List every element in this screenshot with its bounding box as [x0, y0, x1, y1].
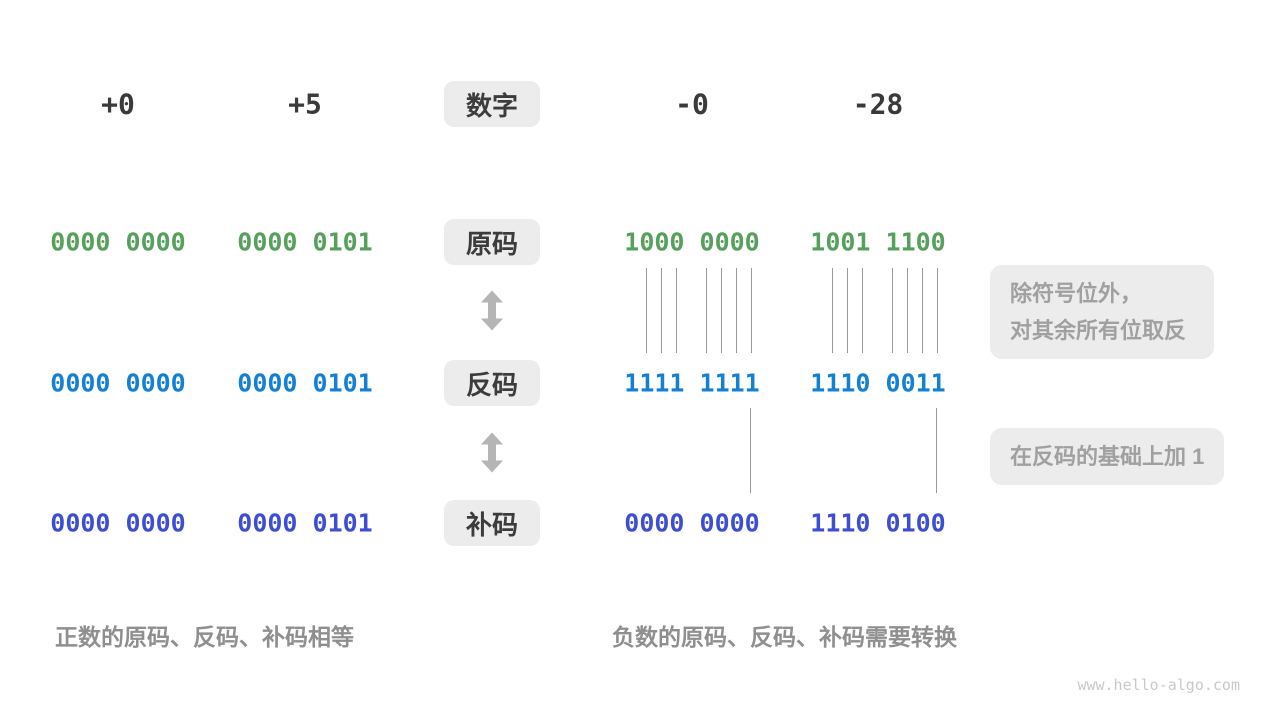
negative-numbers-caption: 负数的原码、反码、补码需要转换: [612, 624, 957, 650]
bit-tick-line: [676, 268, 677, 353]
double-arrow-icon: [481, 432, 503, 478]
sign-magnitude-value-plus0: 0000 0000: [50, 227, 186, 257]
bit-tick-line: [847, 268, 848, 353]
header-minus-28: -28: [852, 87, 904, 121]
invert-note-box: 除符号位外， 对其余所有位取反: [990, 265, 1214, 359]
bit-tick-line: [721, 268, 722, 353]
bit-tick-line: [706, 268, 707, 353]
header-plus-0: +0: [101, 87, 135, 121]
label-box-number: 数字: [444, 81, 540, 127]
label-box-ones-complement: 反码: [444, 360, 540, 406]
ones-complement-value-plus5: 0000 0101: [237, 368, 373, 398]
bit-tick-line: [907, 268, 908, 353]
ones-complement-value-minus0: 1111 1111: [624, 368, 760, 398]
double-arrow-icon: [481, 290, 503, 336]
bit-tick-line: [661, 268, 662, 353]
bit-tick-line: [832, 268, 833, 353]
bit-tick-line: [751, 268, 752, 353]
label-box-sign-magnitude: 原码: [444, 219, 540, 265]
bit-tick-line: [892, 268, 893, 353]
bit-tick-line: [922, 268, 923, 353]
label-box-twos-complement: 补码: [444, 500, 540, 546]
ones-complement-value-minus28: 1110 0011: [810, 368, 946, 398]
header-minus-0: -0: [675, 87, 709, 121]
plus-one-line: [750, 408, 751, 493]
bit-tick-line: [736, 268, 737, 353]
watermark: www.hello-algo.com: [1077, 676, 1240, 694]
positive-numbers-caption: 正数的原码、反码、补码相等: [55, 624, 354, 650]
ones-complement-value-plus0: 0000 0000: [50, 368, 186, 398]
plus-one-line: [936, 408, 937, 493]
twos-complement-value-minus28: 1110 0100: [810, 508, 946, 538]
sign-magnitude-value-plus5: 0000 0101: [237, 227, 373, 257]
sign-magnitude-value-minus28: 1001 1100: [810, 227, 946, 257]
sign-magnitude-value-minus0: 1000 0000: [624, 227, 760, 257]
bit-tick-line: [862, 268, 863, 353]
plus-one-note-box: 在反码的基础上加 1: [990, 428, 1225, 485]
twos-complement-value-plus0: 0000 0000: [50, 508, 186, 538]
twos-complement-value-minus0: 0000 0000: [624, 508, 760, 538]
twos-complement-value-plus5: 0000 0101: [237, 508, 373, 538]
bit-tick-line: [646, 268, 647, 353]
header-plus-5: +5: [288, 87, 322, 121]
bit-tick-line: [937, 268, 938, 353]
